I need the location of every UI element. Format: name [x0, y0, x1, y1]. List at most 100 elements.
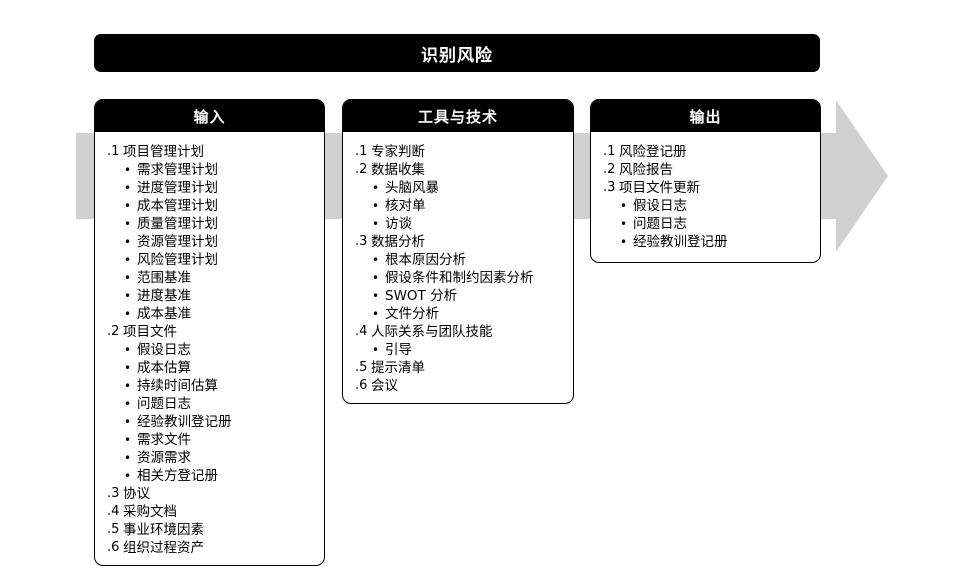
- bullet-icon: •: [124, 253, 132, 267]
- bullet-icon: •: [124, 415, 132, 429]
- bullet-icon: •: [372, 307, 380, 321]
- item-number: .5: [355, 360, 368, 375]
- sub-list-item: • 假设日志: [107, 341, 324, 359]
- bullet-icon: •: [124, 361, 132, 375]
- sub-list-item: •经验教训登记册: [603, 233, 820, 251]
- process-title-bar: 识别风险: [94, 34, 820, 72]
- sub-list-item: • 成本基准: [107, 305, 324, 323]
- sub-list-item: •根本原因分析: [355, 251, 573, 269]
- sub-list-item: •资源管理计划: [107, 233, 324, 251]
- tools-techniques-column-header: 工具与技术: [343, 100, 573, 132]
- bullet-icon: •: [620, 217, 628, 231]
- bullet-icon: •: [124, 271, 132, 285]
- item-number: .6: [107, 540, 120, 555]
- sub-list-item: •需求文件: [107, 431, 324, 449]
- sub-list-item: • 持续时间估算: [107, 377, 324, 395]
- sub-list-item: • 资源需求: [107, 449, 324, 467]
- bullet-icon: •: [124, 343, 132, 357]
- sub-item-label: 质量管理计划: [137, 216, 218, 232]
- item-number: .2: [355, 162, 368, 177]
- inputs-column-header: 输入: [95, 100, 324, 132]
- sub-item-label: 问题日志: [633, 216, 687, 232]
- sub-item-label: 资源需求: [137, 450, 191, 466]
- outputs-column-header: 输出: [591, 100, 820, 132]
- sub-item-label: 经验教训登记册: [633, 234, 728, 250]
- item-number: .1: [603, 144, 616, 159]
- item-label: 数据收集: [371, 162, 425, 178]
- sub-list-item: •假设日志: [603, 197, 820, 215]
- item-label: 项目管理计划: [123, 144, 204, 160]
- sub-list-item: •进度基准: [107, 287, 324, 305]
- item-number: .1: [355, 144, 368, 159]
- bullet-icon: •: [124, 289, 132, 303]
- item-number: .3: [107, 486, 120, 501]
- bullet-icon: •: [372, 343, 380, 357]
- item-label: 数据分析: [371, 234, 425, 250]
- sub-list-item: • 问题日志: [107, 395, 324, 413]
- bullet-icon: •: [372, 199, 380, 213]
- sub-list-item: •SWOT 分析: [355, 287, 573, 305]
- bullet-icon: •: [124, 379, 132, 393]
- item-number: .3: [355, 234, 368, 249]
- item-number: .3: [603, 180, 616, 195]
- sub-item-label: 根本原因分析: [385, 252, 466, 268]
- sub-item-label: 成本基准: [137, 306, 191, 322]
- sub-item-label: 假设日志: [137, 342, 191, 358]
- inputs-header-label: 输入: [193, 107, 226, 126]
- sub-list-item: • 范围基准: [107, 269, 324, 287]
- tools-techniques-header-label: 工具与技术: [417, 107, 498, 126]
- sub-list-item: •需求管理计划: [107, 161, 324, 179]
- sub-list-item: • 引导: [355, 341, 573, 359]
- sub-item-label: 引导: [385, 342, 412, 358]
- bullet-icon: •: [124, 397, 132, 411]
- bullet-icon: •: [124, 163, 132, 177]
- sub-item-label: 假设条件和制约因素分析: [385, 270, 534, 286]
- item-number: .2: [107, 324, 120, 339]
- item-label: 项目文件: [123, 324, 177, 340]
- item-label: 协议: [123, 486, 150, 502]
- sub-list-item: •核对单: [355, 197, 573, 215]
- item-label: 项目文件更新: [619, 180, 700, 196]
- sub-item-label: 需求文件: [137, 432, 191, 448]
- bullet-icon: •: [620, 199, 628, 213]
- bullet-icon: •: [372, 181, 380, 195]
- bullet-icon: •: [124, 235, 132, 249]
- bullet-icon: •: [124, 199, 132, 213]
- item-label: 采购文档: [123, 504, 177, 520]
- sub-list-item: •文件分析: [355, 305, 573, 323]
- bullet-icon: •: [124, 451, 132, 465]
- sub-item-label: 持续时间估算: [137, 378, 218, 394]
- item-label: 专家判断: [371, 144, 425, 160]
- bullet-icon: •: [372, 271, 380, 285]
- sub-item-label: 风险管理计划: [137, 252, 218, 268]
- bullet-icon: •: [124, 217, 132, 231]
- bullet-icon: •: [124, 181, 132, 195]
- item-label: 会议: [371, 378, 398, 394]
- bullet-icon: •: [124, 307, 132, 321]
- sub-item-label: 相关方登记册: [137, 468, 218, 484]
- item-label: 提示清单: [371, 360, 425, 376]
- sub-item-label: SWOT 分析: [385, 288, 458, 304]
- sub-item-label: 范围基准: [137, 270, 191, 286]
- sub-item-label: 问题日志: [137, 396, 191, 412]
- bullet-icon: •: [124, 469, 132, 483]
- item-number: .4: [107, 504, 120, 519]
